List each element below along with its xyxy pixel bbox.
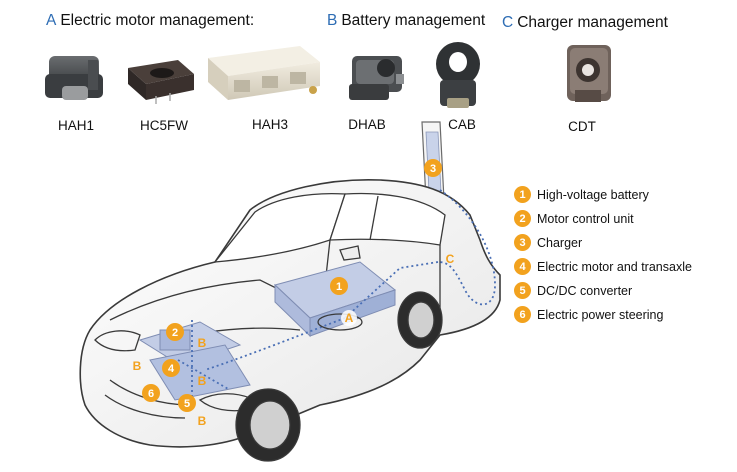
legend: 1 High-voltage battery 2 Motor control uni… [514,186,692,323]
legend-badge: 4 [514,258,531,275]
letter-a-text: A [345,311,354,325]
legend-item: 3 Charger [514,234,692,251]
legend-item: 6 Electric power steering [514,306,692,323]
cdt-sensor-image [567,45,611,102]
marker-3-text: 3 [430,163,436,175]
product-label-hah1: HAH1 [57,118,94,133]
legend-badge: 2 [514,210,531,227]
section-letter: A [46,12,57,29]
product-label-cab: CAB [448,117,476,132]
marker-5: 5 [178,394,196,412]
product-label-hah3: HAH3 [251,117,288,132]
letter-b-text: B [133,359,142,373]
connection-lines [177,189,496,398]
product-label-dhab: DHAB [348,117,386,132]
legend-item: 5 DC/DC converter [514,282,692,299]
section-letter: B [327,12,338,29]
letter-c-text: C [446,252,455,266]
marker-5-text: 5 [184,398,190,410]
marker-4: 4 [162,359,180,377]
section-text: Electric motor management: [60,12,255,29]
sensor-ring-a [317,313,363,331]
marker-4-text: 4 [168,363,175,375]
marker-1-text: 1 [336,281,342,293]
marker-2: 2 [166,323,184,341]
legend-label: Charger [537,235,583,250]
letter-b-text: B [198,336,207,350]
dhab-sensor-image [349,56,404,100]
marker-6-text: 6 [148,388,154,400]
legend-label: DC/DC converter [537,283,633,298]
section-letter: C [502,14,514,31]
product-label-cdt: CDT [568,119,596,134]
car-details [94,192,446,462]
legend-badge: 6 [514,306,531,323]
hah3-sensor-image [208,46,320,100]
legend-badge: 5 [514,282,531,299]
legend-item: 1 High-voltage battery [514,186,692,203]
legend-item: 4 Electric motor and transaxle [514,258,692,275]
hah1-sensor-image [45,56,103,100]
legend-item: 2 Motor control unit [514,210,692,227]
letter-b-text: B [198,374,207,388]
legend-label: High-voltage battery [537,187,649,202]
legend-label: Motor control unit [537,211,634,226]
legend-label: Electric motor and transaxle [537,259,692,274]
legend-badge: 1 [514,186,531,203]
marker-6: 6 [142,384,160,402]
section-text: Battery management [341,12,486,29]
legend-label: Electric power steering [537,307,664,322]
marker-1: 1 [330,277,348,295]
marker-2-text: 2 [172,327,178,339]
section-text: Charger management [517,14,668,31]
legend-badge: 3 [514,234,531,251]
cab-sensor-image [436,42,480,108]
hc5fw-sensor-image [128,60,194,104]
product-label-hc5fw: HC5FW [140,118,188,133]
letter-b-text: B [198,414,207,428]
letter-marker-a: A [341,310,357,326]
marker-3: 3 [424,159,442,177]
